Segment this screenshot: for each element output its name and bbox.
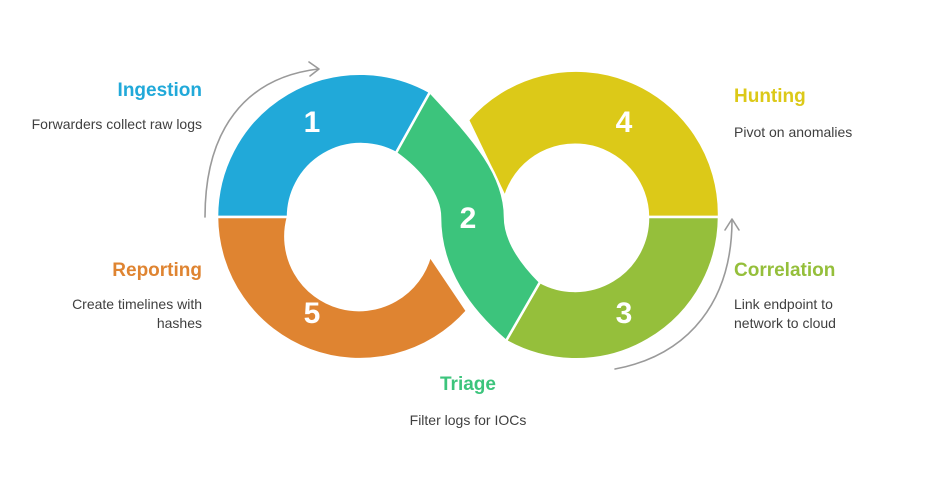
reporting-title: Reporting	[112, 260, 202, 281]
triage-description: Filter logs for IOCs	[409, 412, 527, 428]
segment-correlation	[504, 215, 721, 361]
correlation-description: Link endpoint to network to cloud	[734, 296, 836, 331]
segment-hunting	[466, 69, 721, 219]
ingestion-title: Ingestion	[117, 80, 202, 101]
step-number-2: 2	[460, 202, 477, 235]
ingestion-description: Forwarders collect raw logs	[31, 116, 202, 132]
cycle-arrow-left	[204, 68, 319, 218]
step-number-1: 1	[304, 106, 321, 139]
step-number-4: 4	[616, 106, 633, 139]
cycle-arrow-right	[614, 219, 733, 370]
hunting-title: Hunting	[734, 86, 806, 107]
step-number-3: 3	[616, 297, 633, 330]
correlation-title: Correlation	[734, 260, 836, 281]
cycle-arrow-left-head	[308, 61, 320, 77]
reporting-description: Create timelines with hashes	[72, 296, 202, 331]
triage-title: Triage	[440, 374, 496, 395]
cycle-arrow-right-head	[724, 218, 740, 231]
segment-triage	[394, 89, 542, 343]
segment-ingestion	[215, 72, 432, 219]
segment-reporting	[215, 215, 469, 361]
step-number-5: 5	[304, 297, 321, 330]
hunting-description: Pivot on anomalies	[734, 124, 853, 140]
